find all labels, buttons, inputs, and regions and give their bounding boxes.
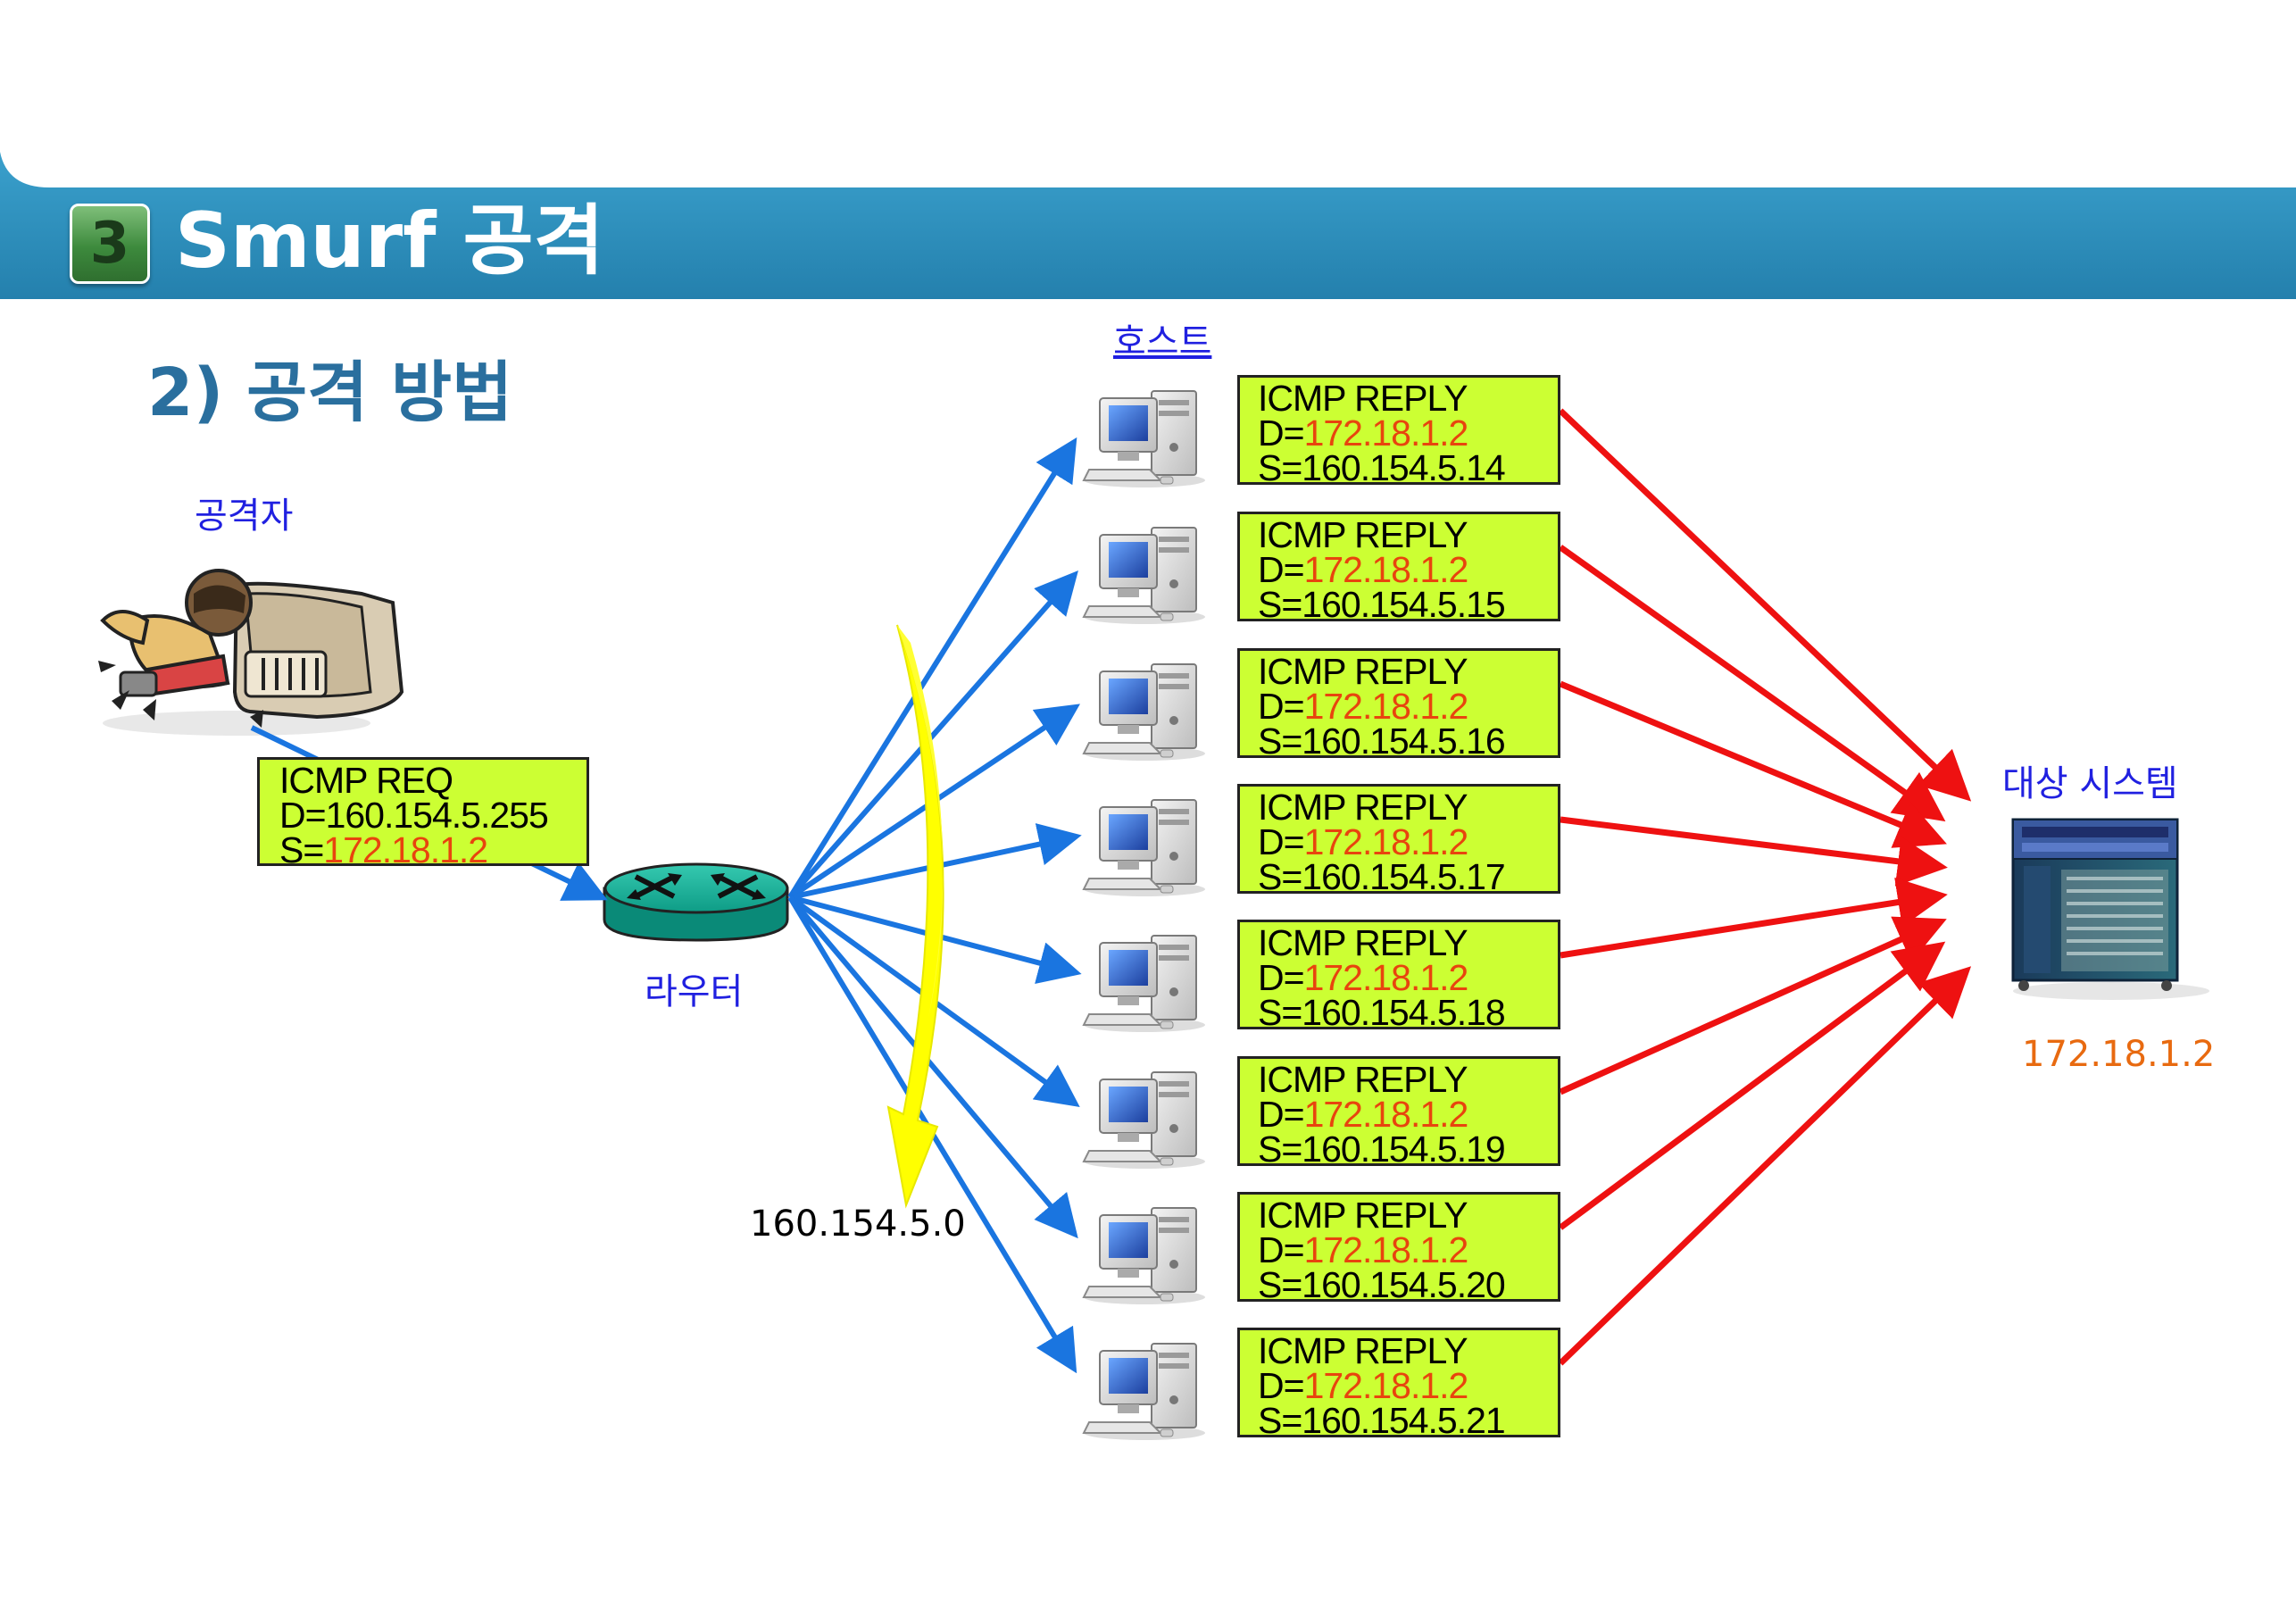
reply-arrow-4	[1560, 816, 1948, 887]
dest-address: 172.18.1.2	[1303, 412, 1469, 454]
dest-prefix: D=	[1258, 1094, 1305, 1135]
packet-source: S=160.154.5.17	[1258, 856, 1506, 897]
hacker-smashing-monitor-icon	[98, 569, 404, 736]
packet-source: S=172.18.1.2	[279, 832, 586, 869]
reply-arrow-3	[1559, 680, 1947, 848]
dest-address: 172.18.1.2	[1303, 1365, 1469, 1406]
section-number: 3	[89, 211, 130, 277]
icmp-reply-packet: ICMP REPLY D=172.18.1.2 S=160.154.5.18	[1237, 920, 1560, 1033]
packet-destination: D=172.18.1.2	[1258, 1094, 1558, 1135]
icmp-reply-packet: ICMP REPLY D=172.18.1.2 S=160.154.5.16	[1237, 648, 1560, 762]
icmp-request-packet: ICMP REQ D=160.154.5.255 S=172.18.1.2	[257, 757, 589, 869]
packet-type: ICMP REPLY	[1258, 378, 1468, 419]
reply-arrow-7	[1558, 941, 1946, 1230]
dest-prefix: D=	[1258, 957, 1305, 998]
server-tower-icon	[2011, 818, 2209, 1000]
dest-prefix: D=	[1258, 686, 1305, 727]
dest-address: 172.18.1.2	[1303, 549, 1469, 590]
packet-source: S=160.154.5.16	[1258, 720, 1506, 762]
packet-type: ICMP REPLY	[1258, 1195, 1468, 1236]
packet-destination: D=172.18.1.2	[1258, 1368, 1558, 1404]
packet-type: ICMP REPLY	[1258, 922, 1468, 963]
src-prefix: S=	[279, 829, 324, 870]
dest-address: 172.18.1.2	[1303, 1229, 1469, 1270]
title-band	[0, 152, 2296, 299]
section-subtitle: 2) 공격 방법	[147, 354, 513, 431]
reply-arrow-5	[1560, 877, 1948, 959]
yellow-curved-arrow-icon	[886, 624, 944, 1209]
packet-type: ICMP REPLY	[1258, 787, 1468, 828]
broadcast-arrow-host-7	[787, 895, 1078, 1239]
page-title: Smurf 공격	[175, 196, 604, 286]
packet-destination: D=172.18.1.2	[1258, 552, 1558, 588]
router-icon	[603, 862, 789, 942]
packet-type: ICMP REPLY	[1258, 1330, 1468, 1371]
target-label: 대상 시스템	[2002, 763, 2178, 804]
dest-prefix: D=	[1258, 1229, 1305, 1270]
packet-destination: D=172.18.1.2	[1258, 824, 1558, 861]
dest-prefix: D=	[1258, 412, 1305, 454]
packet-source: S=160.154.5.19	[1258, 1128, 1506, 1170]
network-address-label: 160.154.5.0	[750, 1203, 966, 1245]
section-number-badge: 3	[70, 204, 150, 284]
packet-destination: D=172.18.1.2	[1258, 960, 1558, 996]
reply-arrow-2	[1558, 545, 1946, 822]
dest-address: 172.18.1.2	[1303, 957, 1469, 998]
packet-source: S=160.154.5.15	[1258, 584, 1506, 625]
dest-prefix: D=	[1258, 549, 1305, 590]
hosts-label: 호스트	[1113, 321, 1212, 362]
router-label: 라우터	[645, 971, 744, 1012]
packet-destination: D=172.18.1.2	[1258, 415, 1558, 452]
packet-destination: D=172.18.1.2	[1258, 1232, 1558, 1269]
icmp-reply-packet: ICMP REPLY D=172.18.1.2 S=160.154.5.19	[1237, 1056, 1560, 1170]
icmp-reply-packet: ICMP REPLY D=172.18.1.2 S=160.154.5.21	[1237, 1328, 1560, 1441]
icmp-reply-packet: ICMP REPLY D=172.18.1.2 S=160.154.5.20	[1237, 1192, 1560, 1305]
icmp-reply-packet: ICMP REPLY D=172.18.1.2 S=160.154.5.17	[1237, 784, 1560, 897]
dest-address: 172.18.1.2	[1303, 1094, 1469, 1135]
reply-arrow-8	[1558, 966, 1972, 1366]
packet-destination: D=160.154.5.255	[279, 795, 586, 836]
icmp-reply-packet: ICMP REPLY D=172.18.1.2 S=160.154.5.14	[1237, 375, 1560, 488]
packet-source: S=160.154.5.18	[1258, 992, 1506, 1033]
packet-type: ICMP REPLY	[1258, 514, 1468, 555]
icmp-reply-packet: ICMP REPLY D=172.18.1.2 S=160.154.5.15	[1237, 512, 1560, 625]
dest-prefix: D=	[279, 795, 327, 836]
packet-type: ICMP REPLY	[1258, 1059, 1468, 1100]
dest-prefix: D=	[1258, 821, 1305, 862]
broadcast-arrow-host-1	[787, 437, 1077, 899]
reply-arrow-1	[1558, 408, 1972, 802]
attacker-label: 공격자	[195, 496, 294, 537]
spoofed-src-address: 172.18.1.2	[323, 829, 488, 870]
packet-source: S=160.154.5.20	[1258, 1264, 1506, 1305]
target-ip-label: 172.18.1.2	[2022, 1034, 2216, 1075]
packet-source: S=160.154.5.14	[1258, 447, 1506, 488]
dest-prefix: D=	[1258, 1365, 1305, 1406]
packet-destination: D=172.18.1.2	[1258, 686, 1558, 727]
dest-address: 172.18.1.2	[1303, 686, 1469, 727]
packet-type: ICMP REPLY	[1258, 651, 1468, 692]
reply-arrow-6	[1559, 916, 1947, 1095]
packet-type: ICMP REQ	[279, 760, 453, 801]
dest-address: 160.154.5.255	[325, 795, 549, 836]
dest-address: 172.18.1.2	[1303, 821, 1469, 862]
packet-source: S=160.154.5.21	[1258, 1400, 1506, 1441]
